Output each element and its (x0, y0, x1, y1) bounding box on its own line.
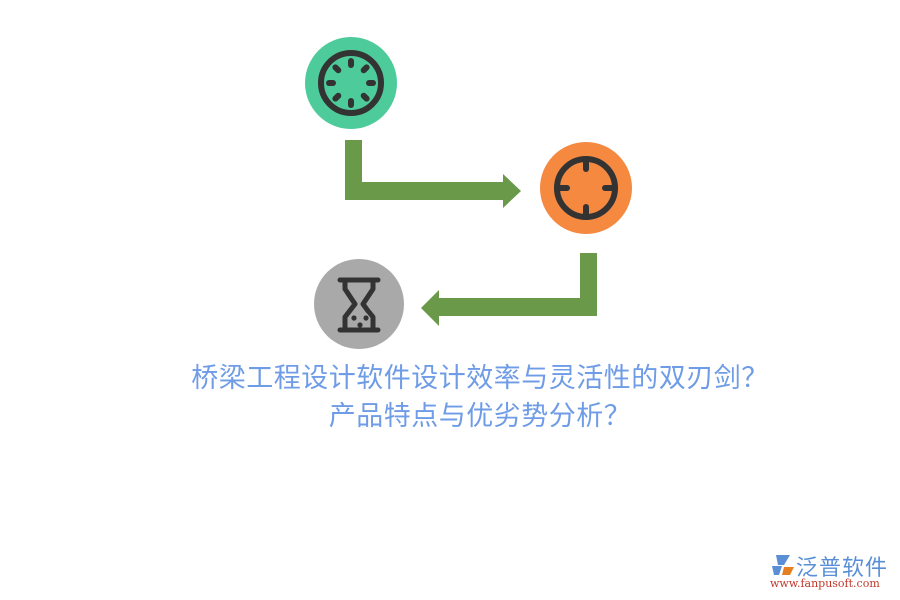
loading-spinner-icon (305, 37, 397, 129)
brand-logo: 泛普软件 www.fanpusoft.com (768, 552, 896, 592)
logo-url[interactable]: www.fanpusoft.com (770, 577, 880, 590)
crosshair-target-icon (540, 142, 632, 234)
node-target (540, 142, 632, 234)
node-hourglass (314, 259, 404, 349)
title-line-2: 产品特点与优劣势分析？ (328, 401, 632, 432)
fanpu-logo-icon (772, 555, 794, 575)
logo-name: 泛普软件 (796, 556, 889, 581)
node-loading (305, 37, 397, 129)
hourglass-icon (314, 259, 404, 349)
arrow-down-right (340, 135, 530, 215)
arrow-down-left (415, 250, 605, 330)
title-line-1: 桥梁工程设计软件设计效率与灵活性的双刃剑？ (191, 363, 769, 394)
